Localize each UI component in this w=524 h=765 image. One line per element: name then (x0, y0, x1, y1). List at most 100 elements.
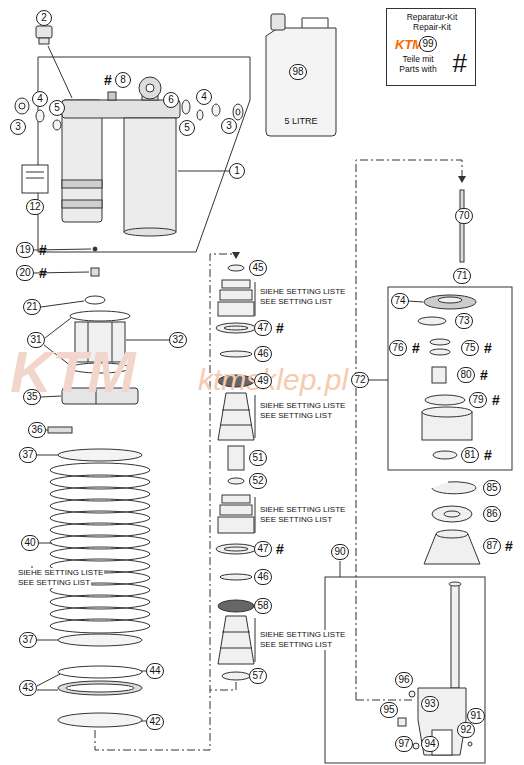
callout-number: 42 (146, 714, 163, 730)
callout-number: 31 (27, 332, 44, 348)
spring-assembly (48, 247, 150, 727)
callout-number: 71 (453, 268, 470, 284)
setting-note: SEE SETTING LIST (259, 297, 333, 307)
callout-number: 81 (461, 447, 478, 463)
can-body (266, 28, 336, 136)
callout-number: 8 (115, 72, 131, 88)
callout-number: 51 (249, 450, 266, 466)
spring-coil (50, 619, 150, 633)
setting-note: SIEHE SETTING LISTE (17, 568, 104, 578)
can-cap (271, 14, 285, 30)
hash-mark: # (492, 393, 500, 407)
callout-number: 86 (483, 506, 500, 522)
callout-number: 47 (254, 320, 271, 336)
adjuster-knob (36, 26, 52, 44)
callout-number: 37 (19, 447, 36, 463)
callout-number: 4 (32, 91, 48, 107)
setting-note: SIEHE SETTING LISTE (259, 401, 346, 411)
callout-number: 75 (461, 340, 478, 356)
hash-mark: # (484, 448, 492, 462)
watermark: ktmsklep.pl (198, 363, 348, 397)
shock-absorber (62, 77, 180, 236)
callout-number: 45 (249, 260, 266, 276)
sticker (22, 165, 48, 193)
setting-note: SEE SETTING LIST (259, 515, 333, 525)
callout-number: 49 (254, 373, 271, 389)
setting-note: SIEHE SETTING LISTE (259, 505, 346, 515)
callout-number: 46 (254, 346, 271, 362)
hash-mark: # (39, 243, 47, 257)
hash-mark: # (276, 542, 284, 556)
hash-mark: # (104, 73, 112, 87)
callout-number: 1 (229, 163, 245, 179)
group-outline (38, 57, 250, 252)
callout-number: 2 (36, 10, 52, 26)
hash-mark: # (39, 266, 47, 280)
hash-mark: # (484, 341, 492, 355)
hash-mark: # (505, 539, 513, 553)
callout-number: 40 (21, 535, 38, 551)
leader-line (48, 46, 72, 98)
hash-mark: # (480, 368, 488, 382)
callout-number: 87 (483, 538, 500, 554)
node-text: 5 LITRE (284, 116, 317, 126)
assembly-line (95, 160, 462, 750)
callout-number: 21 (23, 299, 40, 315)
callout-number: 72 (351, 372, 368, 388)
callout-number: 85 (483, 480, 500, 496)
leader-lines (34, 249, 423, 721)
group-outline (388, 287, 512, 470)
callout-number: 46 (254, 569, 271, 585)
node-text: Teile mit Parts with (395, 55, 441, 75)
node-text: # (453, 49, 467, 79)
callout-number: 80 (457, 367, 474, 383)
callout-number: 74 (391, 293, 408, 309)
callout-number: 5 (49, 100, 65, 116)
callout-number: 36 (28, 422, 45, 438)
callout-number: 35 (23, 389, 40, 405)
leader-line (178, 171, 229, 172)
callout-number: 47 (254, 541, 271, 557)
callout-number: 5 (179, 120, 195, 136)
callout-number: 79 (469, 392, 486, 408)
callout-number: 3 (221, 118, 237, 134)
callout-number: 44 (146, 663, 163, 679)
callout-number: 73 (455, 313, 472, 329)
setting-note: SEE SETTING LIST (17, 578, 91, 588)
setting-note: SIEHE SETTING LISTE (259, 630, 346, 640)
callout-number: 43 (19, 680, 36, 696)
setting-brackets (32, 282, 255, 662)
bump-stop-stack (216, 265, 256, 680)
callout-number: 95 (380, 702, 397, 718)
callout-number: 20 (16, 265, 33, 281)
callout-number: 58 (254, 598, 271, 614)
callout-number: 57 (249, 668, 266, 684)
piston-rod (460, 190, 464, 262)
callout-number: 52 (249, 473, 266, 489)
callout-number: 93 (421, 696, 438, 712)
group-outline (325, 577, 485, 763)
callout-number: 4 (196, 89, 212, 105)
callout-number: 76 (389, 340, 406, 356)
callout-number: 12 (26, 199, 43, 215)
callout-number: 70 (455, 208, 472, 224)
can-handle (302, 18, 328, 28)
callout-number: 37 (19, 632, 36, 648)
callout-number: 92 (457, 722, 474, 738)
setting-note: SEE SETTING LIST (259, 411, 333, 421)
piston-assembly (418, 295, 480, 564)
callout-number: 6 (163, 92, 179, 108)
callout-number: 94 (421, 736, 438, 752)
hash-mark: # (412, 341, 420, 355)
callout-number: 3 (10, 119, 26, 135)
hash-mark: # (276, 321, 284, 335)
callout-number: 99 (419, 36, 436, 52)
setting-note: SEE SETTING LIST (259, 640, 333, 650)
callout-number: 19 (16, 242, 33, 258)
setting-note: SIEHE SETTING LISTE (259, 287, 346, 297)
node-text: Reparatur-Kit Repair-Kit (397, 13, 467, 33)
callout-number: 97 (395, 736, 412, 752)
callout-number: 96 (395, 672, 412, 688)
callout-number: 32 (169, 332, 186, 348)
